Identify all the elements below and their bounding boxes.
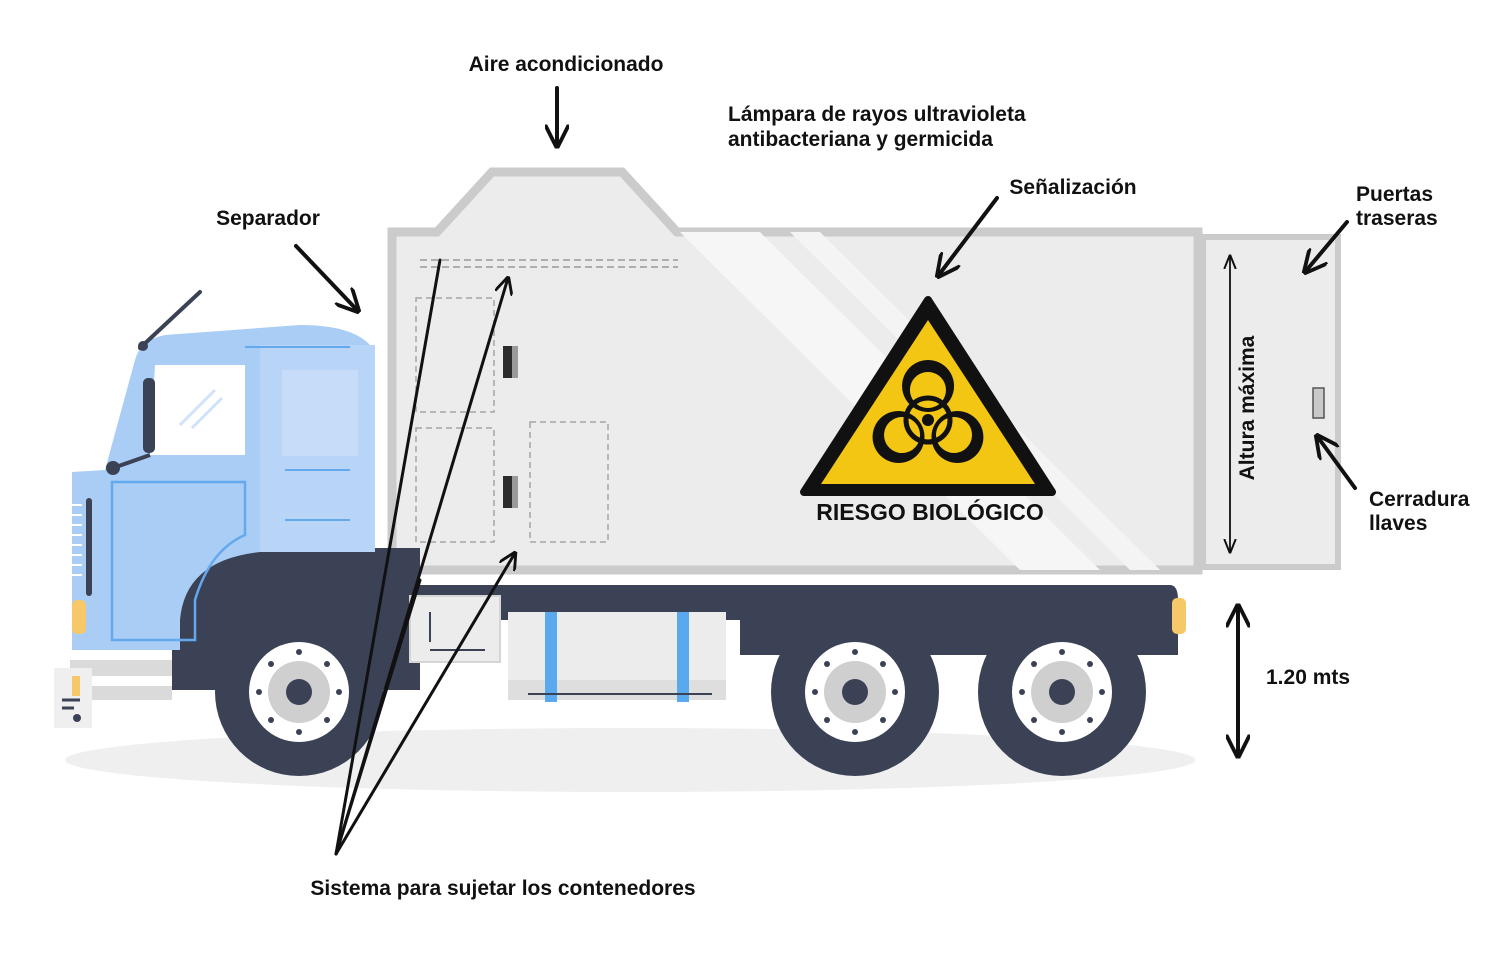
biohazard-label: RIESGO BIOLÓGICO	[816, 498, 1043, 525]
arrow-puertas	[1305, 220, 1349, 272]
rear-door	[1200, 234, 1341, 570]
label-puertas-2: traseras	[1356, 207, 1438, 230]
label-cerradura-1: Cerradura	[1369, 488, 1470, 511]
label-separador: Separador	[216, 207, 320, 230]
cargo-box	[387, 167, 1203, 575]
wheel-rear-2	[978, 608, 1146, 776]
label-aire: Aire acondicionado	[469, 53, 664, 76]
label-altura: Altura máxima	[1236, 335, 1259, 480]
label-senalizacion: Señalización	[1009, 176, 1136, 199]
arrow-senalizacion	[938, 196, 999, 276]
wheel-front	[215, 608, 383, 776]
label-medida: 1.20 mts	[1266, 666, 1350, 689]
arrow-cerradura	[1317, 436, 1357, 490]
biohazard-sign: RIESGO BIOLÓGICO	[800, 296, 1056, 525]
annotation-arrows	[294, 86, 1357, 756]
label-lampara-1: Lámpara de rayos ultravioleta	[728, 103, 1026, 126]
arrow-separador	[294, 244, 358, 311]
label-sistema: Sistema para sujetar los contenedores	[310, 877, 695, 900]
system-arrows	[334, 258, 515, 856]
lock-icon	[1312, 387, 1325, 419]
truck-cab	[54, 290, 375, 728]
label-lampara-2: antibacteriana y germicida	[728, 128, 993, 151]
label-puertas-1: Puertas	[1356, 183, 1433, 206]
container-slot	[415, 297, 495, 413]
biohazard-icon	[872, 360, 984, 463]
container-slot	[529, 421, 609, 543]
label-cerradura-2: llaves	[1369, 512, 1427, 535]
container-slot	[415, 427, 495, 543]
wheel-rear-1	[771, 608, 939, 776]
